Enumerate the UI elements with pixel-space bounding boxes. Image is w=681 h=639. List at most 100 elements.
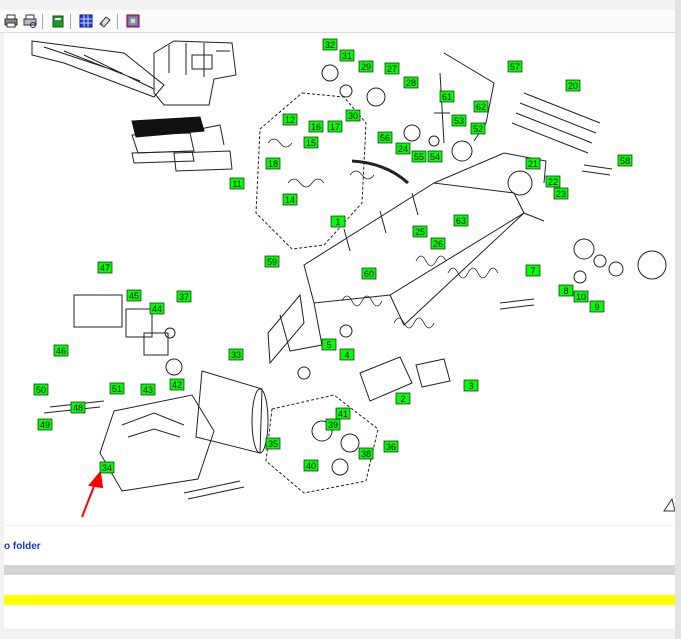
svg-text:17: 17 [330,122,340,132]
callout-47[interactable]: 47 [97,261,113,274]
callout-56[interactable]: 56 [377,131,393,144]
callout-34[interactable]: 34 [99,461,115,474]
bottom-pane: o folder [4,526,675,629]
callout-10[interactable]: 10 [573,290,589,303]
corner-warning-icon [663,497,675,512]
callout-61[interactable]: 61 [439,90,455,103]
callout-5[interactable]: 5 [321,338,337,351]
eraser-icon[interactable] [97,13,113,29]
grid-icon[interactable] [78,13,94,29]
callout-51[interactable]: 51 [109,382,125,395]
parts-list-icon[interactable] [125,13,141,29]
svg-text:63: 63 [456,216,466,226]
callout-54[interactable]: 54 [427,150,443,163]
svg-text:44: 44 [152,304,162,314]
selected-row-highlight[interactable] [4,595,675,605]
svg-text:61: 61 [442,92,452,102]
callout-33[interactable]: 33 [228,348,244,361]
callout-57[interactable]: 57 [507,60,523,73]
callout-4[interactable]: 4 [339,348,355,361]
svg-text:36: 36 [386,442,396,452]
callout-35[interactable]: 35 [265,437,281,450]
callout-1[interactable]: 1 [330,215,346,228]
callout-27[interactable]: 27 [384,62,400,75]
callout-8[interactable]: 8 [558,284,574,297]
callout-46[interactable]: 46 [53,344,69,357]
callout-9[interactable]: 9 [589,300,605,313]
highlighted-component [131,116,205,138]
toolbar-separator [117,13,118,29]
callout-28[interactable]: 28 [403,76,419,89]
callout-45[interactable]: 45 [126,289,142,302]
callout-7[interactable]: 7 [525,264,541,277]
callout-18[interactable]: 18 [265,157,281,170]
callout-55[interactable]: 55 [411,150,427,163]
svg-text:47: 47 [100,263,110,273]
callout-49[interactable]: 49 [37,418,53,431]
book-icon[interactable] [50,13,66,29]
svg-text:48: 48 [73,403,83,413]
callout-29[interactable]: 29 [358,60,374,73]
toolbar [0,10,675,33]
callout-63[interactable]: 63 [453,214,469,227]
callout-37[interactable]: 37 [176,290,192,303]
svg-text:54: 54 [430,152,440,162]
print-icon[interactable] [3,13,19,29]
gray-status-bar [4,565,675,575]
callout-2[interactable]: 2 [395,392,411,405]
callout-36[interactable]: 36 [383,440,399,453]
callout-50[interactable]: 50 [33,383,49,396]
callout-26[interactable]: 26 [430,237,446,250]
svg-text:26: 26 [433,239,443,249]
print-preview-icon[interactable] [22,13,38,29]
callout-44[interactable]: 44 [149,302,165,315]
callout-14[interactable]: 14 [282,193,298,206]
callout-25[interactable]: 25 [412,225,428,238]
callout-22[interactable]: 22 [545,175,561,188]
svg-text:24: 24 [398,144,408,154]
svg-text:31: 31 [342,51,352,61]
callout-15[interactable]: 15 [303,136,319,149]
callout-62[interactable]: 62 [473,100,489,113]
callout-3[interactable]: 3 [463,379,479,392]
callout-21[interactable]: 21 [525,157,541,170]
callout-39[interactable]: 39 [325,418,341,431]
svg-text:57: 57 [510,62,520,72]
callout-12[interactable]: 12 [282,113,298,126]
svg-text:45: 45 [129,291,139,301]
svg-text:11: 11 [232,179,241,189]
svg-text:8: 8 [563,286,568,296]
callout-48[interactable]: 48 [70,401,86,414]
callout-59[interactable]: 59 [264,255,280,268]
callout-24[interactable]: 24 [395,142,411,155]
svg-text:39: 39 [328,420,338,430]
callout-11[interactable]: 11 [229,177,245,190]
callout-17[interactable]: 17 [327,120,343,133]
svg-text:43: 43 [143,385,153,395]
callout-30[interactable]: 30 [345,109,361,122]
callout-53[interactable]: 53 [451,114,467,127]
callout-23[interactable]: 23 [553,187,569,200]
svg-text:33: 33 [231,350,241,360]
callout-42[interactable]: 42 [169,378,185,391]
callout-20[interactable]: 20 [565,79,581,92]
svg-text:58: 58 [620,156,630,166]
callout-60[interactable]: 60 [361,267,377,280]
callout-32[interactable]: 32 [322,38,338,51]
callout-41[interactable]: 41 [335,407,351,420]
folder-link[interactable]: o folder [4,541,41,552]
svg-text:21: 21 [528,159,538,169]
svg-text:1: 1 [335,217,340,227]
callout-31[interactable]: 31 [339,49,355,62]
callout-38[interactable]: 38 [358,447,374,460]
callout-16[interactable]: 16 [308,120,324,133]
callout-40[interactable]: 40 [303,459,319,472]
main-frame [267,152,547,365]
machine-overview-sketch [31,40,237,172]
callout-58[interactable]: 58 [617,154,633,167]
callout-43[interactable]: 43 [140,383,156,396]
callout-52[interactable]: 52 [470,122,486,135]
svg-text:60: 60 [364,269,374,279]
